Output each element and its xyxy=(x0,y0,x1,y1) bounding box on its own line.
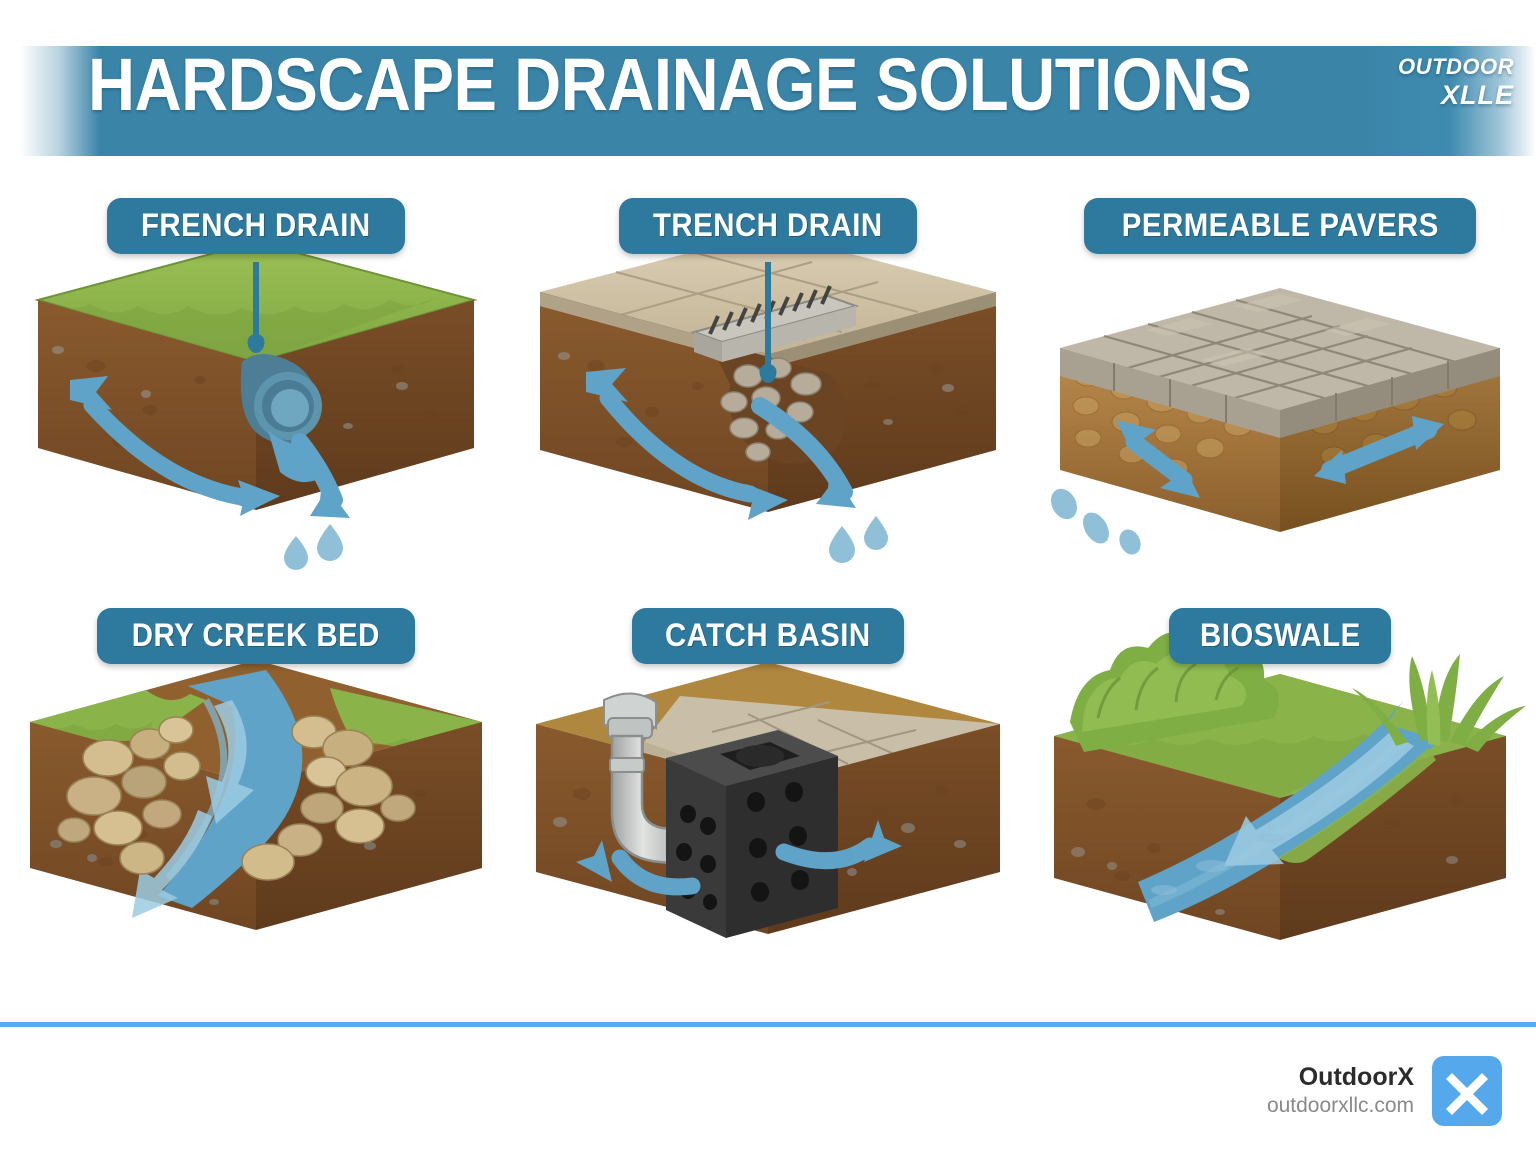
curved-arrow-right xyxy=(775,820,902,870)
label-pointer-french-drain xyxy=(253,262,259,340)
soil-texture xyxy=(587,360,970,447)
footer-website-url[interactable]: outdoorxllc.com xyxy=(1266,1094,1414,1118)
soil-face-left xyxy=(38,300,256,510)
flow-arrow xyxy=(1224,732,1414,866)
river-rocks-right xyxy=(241,715,416,881)
footer: OutdoorX outdoorxllc.com xyxy=(1267,1056,1502,1126)
label-pill: PERMEABLE PAVERS xyxy=(1083,198,1477,254)
footer-brand-name: OutdoorX xyxy=(1298,1062,1414,1091)
scene-bioswale xyxy=(1024,590,1536,1000)
header-banner xyxy=(0,46,1536,156)
label-dry-creek-bed: DRY CREEK BED xyxy=(0,608,512,664)
soil-pebbles xyxy=(52,346,408,429)
label-text: TRENCH DRAIN xyxy=(653,207,883,243)
soil-pebbles xyxy=(1071,847,1458,915)
scene-catch-basin xyxy=(512,590,1024,1000)
soil-pebbles xyxy=(50,840,376,905)
panel-french-drain: FRENCH DRAIN xyxy=(0,180,512,590)
panel-permeable-pavers: PERMEABLE PAVERS xyxy=(1024,180,1536,590)
panel-dry-creek-bed: DRY CREEK BED xyxy=(0,590,512,1000)
outdoorx-logo xyxy=(1432,1056,1502,1126)
paver-grid-surface xyxy=(1060,288,1500,438)
curved-double-arrow xyxy=(586,368,788,520)
perforated-pipe xyxy=(240,354,324,483)
label-catch-basin: CATCH BASIN xyxy=(512,608,1024,664)
footer-text: OutdoorX outdoorxllc.com xyxy=(1267,1063,1414,1120)
label-trench-drain: TRENCH DRAIN xyxy=(512,198,1024,254)
double-arrow-left xyxy=(1116,420,1200,498)
label-pill: BIOSWALE xyxy=(1168,608,1392,664)
double-arrow-right xyxy=(1314,416,1444,484)
label-text: PERMEABLE PAVERS xyxy=(1121,207,1439,243)
panel-catch-basin: CATCH BASIN xyxy=(512,590,1024,1000)
panel-bioswale: BIOSWALE xyxy=(1024,590,1536,1000)
water-channel xyxy=(132,670,303,918)
label-bioswale: BIOSWALE xyxy=(1024,608,1536,664)
label-pointer-trench-drain xyxy=(765,262,771,370)
header-brand-line2: XLLE xyxy=(1440,80,1514,110)
label-text: BIOSWALE xyxy=(1199,617,1361,653)
label-pill: DRY CREEK BED xyxy=(97,608,415,664)
outflow-arrow xyxy=(291,433,350,518)
label-french-drain: FRENCH DRAIN xyxy=(0,198,512,254)
panel-trench-drain: TRENCH DRAIN xyxy=(512,180,1024,590)
metal-grate xyxy=(690,285,860,362)
header-brand-line1: OUTDOOR xyxy=(1398,54,1514,79)
river-rocks-left xyxy=(57,716,201,875)
swale-bank-grass xyxy=(1278,748,1436,863)
water-droplets xyxy=(1051,488,1141,555)
flow-arrow xyxy=(132,700,254,918)
perforated-basin-box xyxy=(666,730,838,938)
footer-divider xyxy=(0,1022,1536,1027)
panel-grid: FRENCH DRAIN xyxy=(0,180,1536,1000)
header-brand: OUTDOOR XLLE xyxy=(1398,56,1514,109)
curved-double-arrow xyxy=(70,376,280,516)
water-droplets xyxy=(829,516,888,563)
label-text: FRENCH DRAIN xyxy=(141,207,371,243)
label-text: DRY CREEK BED xyxy=(131,617,381,653)
logo-x-icon xyxy=(1446,1073,1488,1115)
curved-arrow-left xyxy=(576,840,701,896)
label-pill: CATCH BASIN xyxy=(632,608,904,664)
label-permeable-pavers: PERMEABLE PAVERS xyxy=(1024,198,1536,254)
scene-permeable-pavers xyxy=(1024,180,1536,590)
ornamental-grass xyxy=(1352,654,1526,752)
water-droplets xyxy=(284,524,343,570)
outflow-arrow xyxy=(751,397,856,508)
label-text: CATCH BASIN xyxy=(665,617,871,653)
label-pill: TRENCH DRAIN xyxy=(619,198,917,254)
page-title: HARDSCAPE DRAINAGE SOLUTIONS xyxy=(88,43,1252,126)
soil-texture xyxy=(1087,795,1463,881)
label-pill: FRENCH DRAIN xyxy=(107,198,405,254)
scene-dry-creek-bed xyxy=(0,590,512,1000)
water-swale xyxy=(1138,700,1440,922)
